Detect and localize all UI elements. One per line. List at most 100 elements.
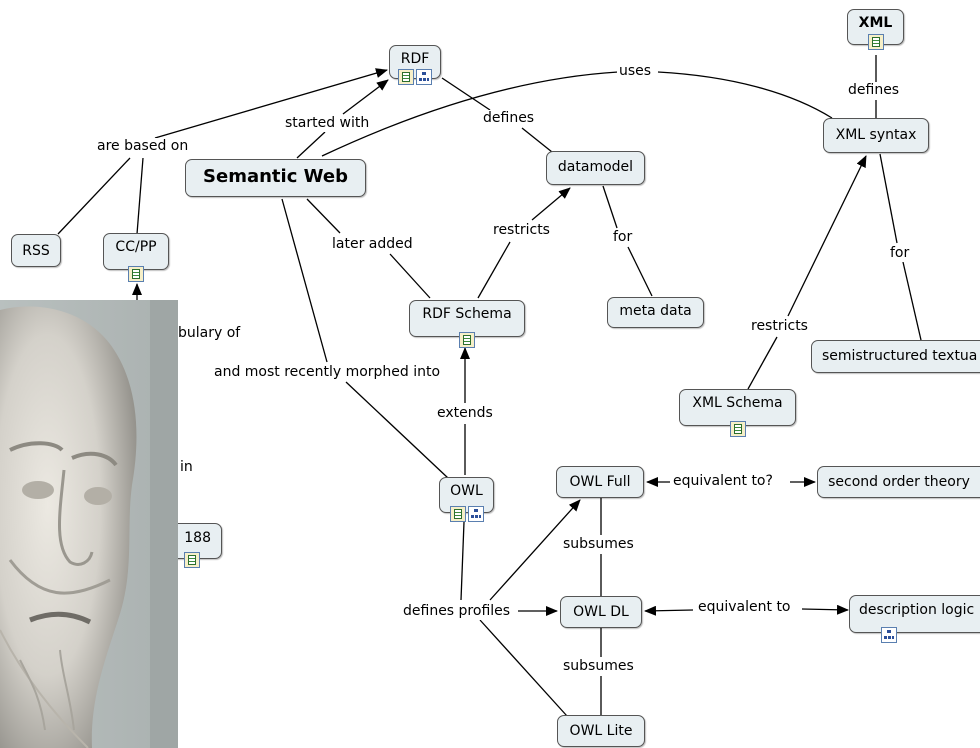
- concept-semistructured[interactable]: semistructured textua: [811, 340, 980, 373]
- link-line: [321, 71, 619, 157]
- concept-meta-data[interactable]: meta data: [607, 297, 704, 328]
- document-icon[interactable]: [184, 552, 200, 568]
- concept-label: XML Schema: [692, 395, 783, 411]
- marble-bust-photo: [0, 300, 178, 748]
- resource-icons: [104, 266, 168, 282]
- resource-icons: [410, 332, 524, 348]
- concept-owl[interactable]: OWL: [439, 477, 494, 522]
- concept-label: RDF: [400, 51, 430, 67]
- link-label-subsumes-1[interactable]: subsumes: [561, 536, 636, 553]
- resource-icons: [390, 69, 440, 85]
- concept-xml-schema[interactable]: XML Schema: [679, 389, 796, 437]
- link-line: [521, 127, 553, 153]
- document-icon[interactable]: [398, 69, 414, 85]
- concept-label: XML: [858, 15, 893, 31]
- link-line: [489, 499, 581, 601]
- concept-label: OWL Full: [569, 474, 631, 490]
- link-label-in[interactable]: in: [178, 459, 195, 476]
- concept-rdf-schema[interactable]: RDF Schema: [409, 300, 525, 348]
- concept-map-icon[interactable]: [467, 506, 484, 522]
- concept-label: RDF Schema: [422, 306, 512, 322]
- link-line: [627, 246, 653, 297]
- link-label-equivalent-to[interactable]: equivalent to: [696, 599, 793, 616]
- document-icon[interactable]: [459, 332, 475, 348]
- concept-label: OWL Lite: [569, 723, 633, 739]
- concept-owl-dl[interactable]: OWL DL: [560, 596, 642, 628]
- link-line: [57, 157, 131, 235]
- link-line: [441, 77, 491, 111]
- document-icon[interactable]: [729, 421, 746, 437]
- concept-label: RSS: [22, 243, 50, 259]
- concept-label: OWL: [450, 483, 483, 499]
- resource-icons: [848, 34, 903, 50]
- resource-icons: [183, 552, 221, 568]
- link-line: [801, 604, 849, 615]
- concept-description-logic[interactable]: description logic: [849, 595, 980, 643]
- concept-label: XML syntax: [835, 127, 917, 143]
- resource-icons: [680, 421, 795, 437]
- link-label-are-based-on[interactable]: are based on: [95, 138, 191, 155]
- concept-label: 188: [184, 530, 211, 546]
- concept-xml[interactable]: XML: [847, 9, 904, 50]
- resource-icons: [440, 506, 493, 522]
- link-label-equivalent-to-q[interactable]: equivalent to?: [671, 473, 775, 490]
- concept-cc-pp[interactable]: CC/PP: [103, 233, 169, 282]
- concept-label: meta data: [619, 303, 692, 319]
- link-label-later-added[interactable]: later added: [330, 236, 415, 253]
- link-line: [879, 153, 898, 244]
- concept-datamodel[interactable]: datamodel: [546, 151, 645, 185]
- link-label-defines-rdf[interactable]: defines: [481, 110, 537, 127]
- concept-rss[interactable]: RSS: [11, 234, 61, 267]
- concept-label: Semantic Web: [203, 166, 348, 187]
- link-label-defines-profiles[interactable]: defines profiles: [401, 603, 513, 620]
- concept-label: description logic: [859, 602, 975, 618]
- link-line: [657, 71, 833, 119]
- link-line: [306, 198, 341, 234]
- link-line: [477, 241, 511, 299]
- concept-label: CC/PP: [115, 239, 157, 255]
- concept-second-order-theory[interactable]: second order theory: [817, 466, 980, 498]
- link-line: [902, 261, 922, 341]
- link-label-for-semi[interactable]: for: [888, 245, 912, 262]
- concept-owl-lite[interactable]: OWL Lite: [557, 715, 645, 747]
- concept-label: second order theory: [828, 474, 970, 490]
- link-label-restricts-rdfs[interactable]: restricts: [491, 222, 552, 239]
- link-line: [136, 157, 144, 235]
- concept-label: semistructured textua: [822, 348, 978, 364]
- concept-map-icon[interactable]: [416, 69, 432, 85]
- link-line: [296, 131, 326, 159]
- link-label-vocabulary[interactable]: bulary of: [170, 325, 243, 342]
- document-icon[interactable]: [128, 266, 144, 282]
- link-line: [531, 187, 571, 221]
- link-label-extends[interactable]: extends: [435, 405, 495, 422]
- document-icon[interactable]: [867, 34, 884, 50]
- link-line: [479, 619, 568, 717]
- link-label-defines-xml[interactable]: defines: [846, 82, 902, 99]
- link-line: [460, 521, 465, 601]
- link-label-subsumes-2[interactable]: subsumes: [561, 658, 636, 675]
- link-label-restricts-xsd[interactable]: restricts: [749, 318, 810, 335]
- concept-label: OWL DL: [573, 604, 629, 620]
- link-line: [747, 336, 778, 390]
- link-label-started-with[interactable]: started with: [283, 115, 372, 132]
- link-line: [602, 185, 618, 229]
- link-label-morphed-into[interactable]: and most recently morphed into: [212, 364, 443, 381]
- link-label-for-meta[interactable]: for: [611, 229, 635, 246]
- link-line: [644, 605, 694, 616]
- concept-owl-full[interactable]: OWL Full: [556, 466, 644, 498]
- link-line: [389, 253, 431, 299]
- concept-rdf[interactable]: RDF: [389, 45, 441, 85]
- concept-xml-syntax[interactable]: XML syntax: [823, 118, 929, 153]
- concept-semantic-web[interactable]: Semantic Web: [185, 159, 366, 197]
- concept-label: datamodel: [557, 159, 634, 175]
- concept-map-icon[interactable]: [881, 627, 897, 643]
- link-line: [787, 155, 867, 317]
- link-line: [342, 79, 389, 115]
- link-line: [281, 198, 328, 363]
- link-label-uses[interactable]: uses: [617, 63, 654, 80]
- link-line: [345, 381, 449, 479]
- link-line: [154, 68, 388, 139]
- document-icon[interactable]: [449, 506, 466, 522]
